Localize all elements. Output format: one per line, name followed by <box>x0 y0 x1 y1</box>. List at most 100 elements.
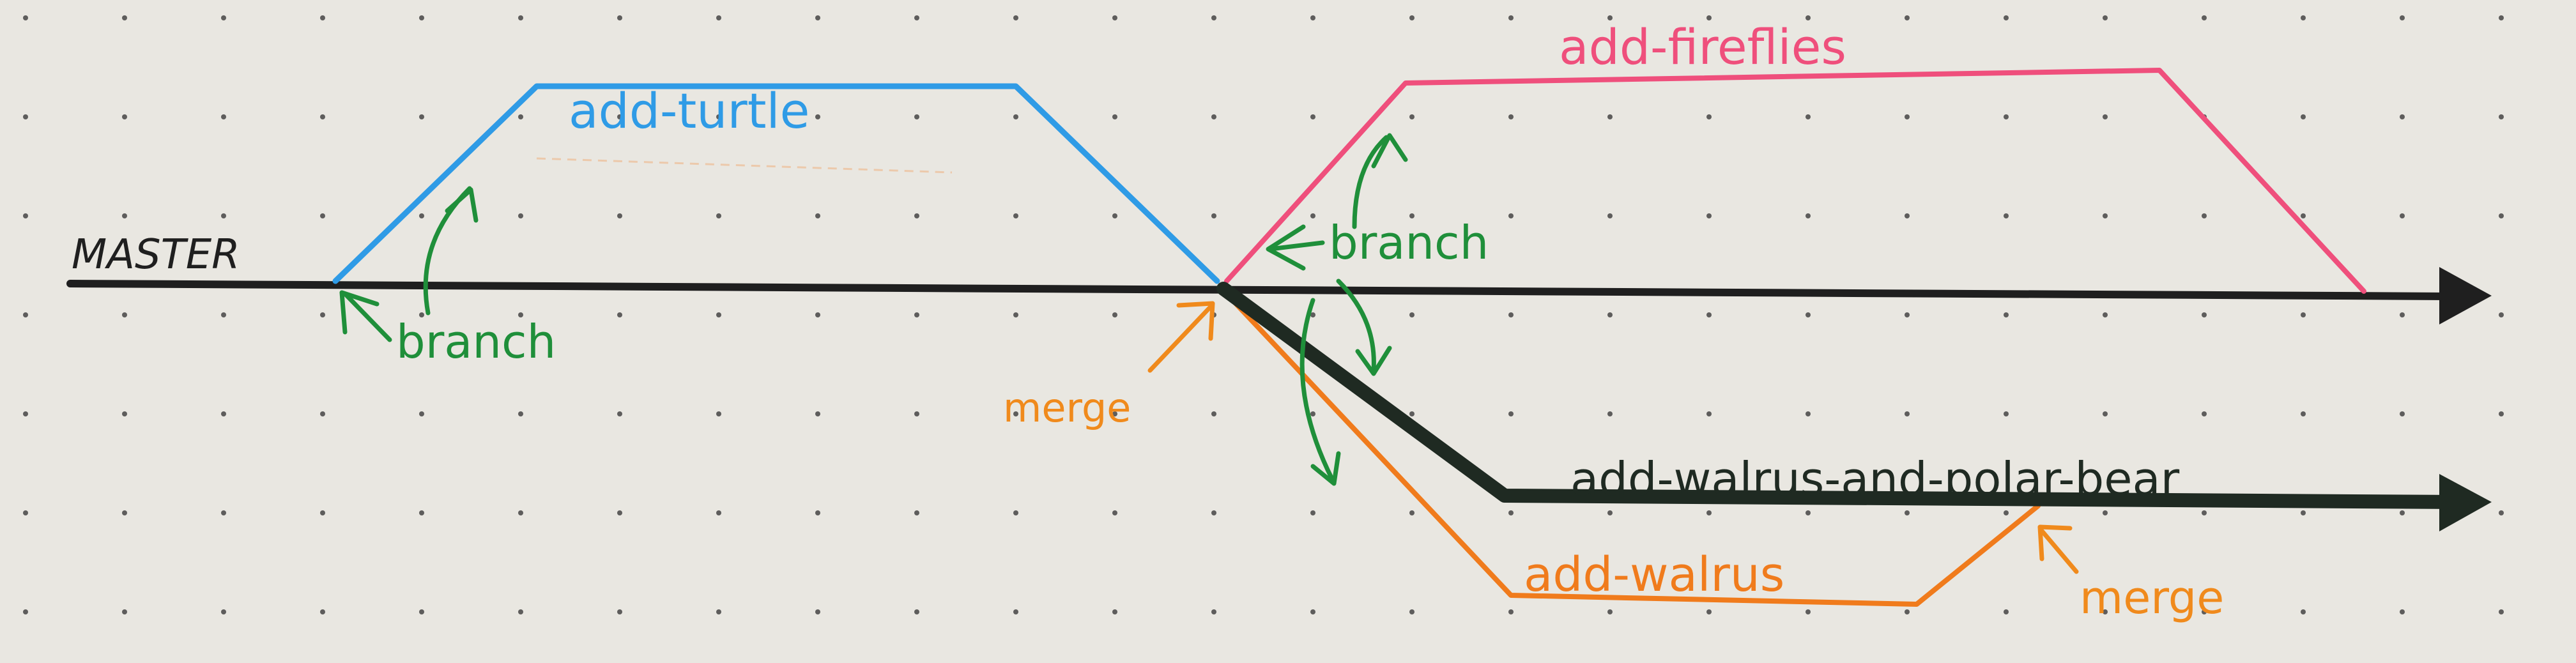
grid-dot <box>1211 15 1216 20</box>
grid-dot <box>320 510 325 515</box>
grid-dot <box>1508 411 1514 416</box>
grid-dot <box>617 213 622 218</box>
grid-dot <box>2004 411 2009 416</box>
grid-dot <box>914 213 919 218</box>
grid-dot <box>1706 15 1712 20</box>
grid-dot <box>320 15 325 20</box>
grid-dot <box>2202 411 2207 416</box>
grid-dot <box>1409 609 1414 614</box>
grid-dot <box>23 411 28 416</box>
grid-dot <box>1409 411 1414 416</box>
grid-dot <box>1905 510 1910 515</box>
grid-dot <box>122 15 127 20</box>
grid-dot <box>617 15 622 20</box>
grid-dot <box>2103 213 2108 218</box>
merge-1-arrow-shaft <box>1147 304 1213 373</box>
grid-dot <box>518 609 523 614</box>
merge-1-arrowhead-icon <box>1176 301 1215 341</box>
add-fireflies-branch: add-fireflies <box>1224 19 2366 294</box>
grid-dot <box>914 114 919 119</box>
grid-dot <box>320 213 325 218</box>
grid-dot <box>2400 15 2405 20</box>
grid-dot <box>2301 411 2306 416</box>
grid-dot <box>518 312 523 317</box>
grid-dot <box>1013 213 1018 218</box>
grid-dot <box>1112 312 1117 317</box>
grid-dot <box>2103 15 2108 20</box>
grid-dot <box>23 15 28 20</box>
grid-dot <box>1112 15 1117 20</box>
merge-2-arrowhead-icon <box>2037 524 2073 561</box>
master-arrowhead <box>2439 267 2492 324</box>
grid-dot <box>23 213 28 218</box>
grid-dot <box>914 510 919 515</box>
grid-dot <box>2499 411 2504 416</box>
grid-dot <box>1112 213 1117 218</box>
add-walrus-and-polar-bear-label: add-walrus-and-polar-bear <box>1570 452 2180 506</box>
master-line <box>66 280 2457 300</box>
grid-dot <box>716 15 721 20</box>
grid-dot <box>1706 114 1712 119</box>
grid-dot <box>2400 213 2405 218</box>
grid-dot <box>1013 114 1018 119</box>
grid-dot <box>2004 609 2009 614</box>
grid-dot <box>2400 114 2405 119</box>
grid-dot <box>419 312 424 317</box>
grid-dot <box>1409 510 1414 515</box>
grid-dot <box>122 312 127 317</box>
grid-dot <box>2004 510 2009 515</box>
grid-dot <box>1211 609 1216 614</box>
grid-dot <box>221 609 226 614</box>
grid-dot <box>23 312 28 317</box>
grid-dot <box>1112 114 1117 119</box>
grid-dot <box>2004 213 2009 218</box>
grid-dot <box>1211 510 1216 515</box>
grid-dot <box>815 411 820 416</box>
grid-dot <box>914 312 919 317</box>
add-walrus-and-polar-bear-line <box>1216 282 2460 509</box>
grid-dot <box>716 411 721 416</box>
grid-dot <box>1905 609 1910 614</box>
grid-dot <box>1310 609 1315 614</box>
grid-dot <box>716 510 721 515</box>
grid-dot <box>23 510 28 515</box>
grid-dot <box>2103 114 2108 119</box>
grid-dot <box>2202 213 2207 218</box>
grid-dot <box>1607 411 1613 416</box>
grid-dot <box>1508 312 1514 317</box>
grid-dot <box>221 15 226 20</box>
grid-dot <box>1706 213 1712 218</box>
grid-dot <box>1112 510 1117 515</box>
grid-dot <box>1905 312 1910 317</box>
branch-2-up-arrowhead <box>1371 133 1408 169</box>
branch-2-lower-arrowhead <box>1310 451 1341 486</box>
grid-dot <box>815 312 820 317</box>
grid-dot <box>617 114 622 119</box>
merge-1-label: merge <box>1003 385 1131 431</box>
grid-dot <box>23 609 28 614</box>
grid-dot <box>122 609 127 614</box>
grid-dot <box>1508 609 1514 614</box>
grid-dot <box>1310 510 1315 515</box>
grid-dot <box>2202 15 2207 20</box>
grid-dot <box>2103 411 2108 416</box>
grid-dot <box>320 114 325 119</box>
grid-dot <box>914 609 919 614</box>
grid-dot <box>1607 213 1613 218</box>
grid-dot <box>815 609 820 614</box>
grid-dot <box>617 411 622 416</box>
grid-dot <box>2004 15 2009 20</box>
grid-dot <box>320 312 325 317</box>
grid-dot <box>320 411 325 416</box>
grid-dot <box>2301 213 2306 218</box>
branch-2-pointer-shaft <box>1268 240 1325 252</box>
add-walrus-line <box>1223 290 2041 607</box>
branch-annotation-2: branch <box>1266 133 1489 486</box>
add-walrus-label: add-walrus <box>1524 547 1784 602</box>
grid-dot <box>1607 510 1613 515</box>
grid-dot <box>122 411 127 416</box>
grid-dot <box>1706 609 1712 614</box>
master-branch: MASTER <box>66 231 2492 324</box>
grid-dot <box>1409 15 1414 20</box>
